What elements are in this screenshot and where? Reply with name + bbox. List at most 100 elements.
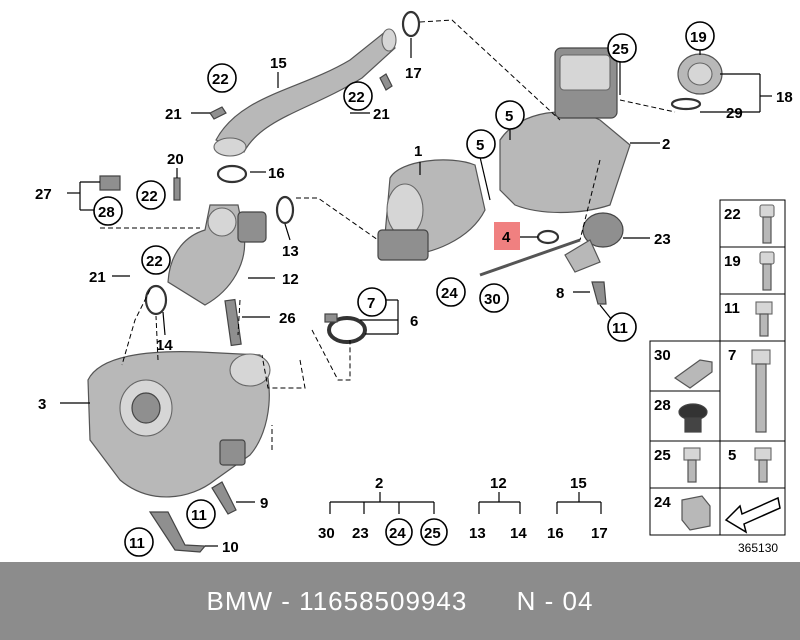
legend-19: 19 bbox=[724, 253, 741, 270]
group-child-23: 23 bbox=[352, 525, 369, 542]
turbocharger-upper-drawing bbox=[377, 159, 486, 261]
dashed-assembly-lines bbox=[100, 19, 676, 450]
actuator-23-drawing bbox=[564, 212, 624, 273]
group-child-17: 17 bbox=[591, 525, 608, 542]
callout-4: 4 bbox=[502, 229, 511, 246]
sensor-27 bbox=[99, 175, 121, 191]
callout-22-mid: 22 bbox=[141, 188, 158, 205]
legend-28: 28 bbox=[654, 397, 671, 414]
parts-diagram: 15 17 22 21 22 21 16 20 22 27 28 13 22 2… bbox=[35, 10, 793, 557]
legend-30: 30 bbox=[654, 347, 671, 364]
legend-22: 22 bbox=[724, 206, 741, 223]
callout-14: 14 bbox=[156, 337, 173, 354]
callout-20: 20 bbox=[167, 151, 184, 168]
callout-2: 2 bbox=[662, 136, 670, 153]
group-parent-2: 2 bbox=[375, 475, 383, 492]
long-bolt-icon bbox=[751, 349, 771, 433]
callout-22-right: 22 bbox=[348, 89, 365, 106]
seal-ring-29 bbox=[670, 97, 702, 111]
group-child-16: 16 bbox=[547, 525, 564, 542]
hex-nut-icon bbox=[681, 495, 711, 531]
callout-21-low: 21 bbox=[89, 269, 106, 286]
callout-18: 18 bbox=[776, 89, 793, 106]
allen-bolt-icon bbox=[759, 204, 775, 244]
arrow-icon bbox=[724, 496, 781, 534]
turbocharger-right-drawing bbox=[499, 47, 631, 214]
group-brackets: 2 30 23 24 25 12 13 14 15 16 17 bbox=[318, 475, 608, 546]
callout-12: 12 bbox=[282, 271, 299, 288]
clamp-7-drawing bbox=[324, 313, 367, 344]
legend-24: 24 bbox=[654, 494, 671, 511]
hex-bolt-icon bbox=[755, 301, 773, 337]
callout-19: 19 bbox=[690, 29, 707, 46]
bracket-clip-icon bbox=[673, 359, 713, 389]
callout-10: 10 bbox=[222, 539, 239, 556]
callout-16: 16 bbox=[268, 165, 285, 182]
fastener-legend: 22 19 11 30 7 28 25 5 24 bbox=[649, 199, 786, 536]
pipe-elbow-drawing bbox=[167, 204, 267, 306]
callouts: 15 17 22 21 22 21 16 20 22 27 28 13 22 2… bbox=[35, 21, 793, 557]
callout-1: 1 bbox=[414, 143, 422, 160]
callout-15: 15 bbox=[270, 55, 287, 72]
legend-25: 25 bbox=[654, 447, 671, 464]
callout-22-low: 22 bbox=[146, 253, 163, 270]
callout-25-top: 25 bbox=[612, 41, 629, 58]
leader-lines bbox=[60, 38, 772, 547]
bolt-20 bbox=[173, 177, 181, 201]
callout-21-right: 21 bbox=[373, 106, 390, 123]
flange-bolt-icon-25 bbox=[683, 447, 701, 483]
callout-9: 9 bbox=[260, 495, 268, 512]
footer-bar: BMW - 11658509943 N - 04 bbox=[0, 562, 800, 640]
seal-ring-16 bbox=[216, 164, 248, 184]
part-number-caption: BMW - 11658509943 N - 04 bbox=[206, 585, 594, 616]
legend-5: 5 bbox=[728, 447, 736, 464]
callout-11-left: 11 bbox=[191, 507, 207, 524]
diagram-id: 365130 bbox=[738, 541, 778, 555]
grommet-icon bbox=[678, 403, 708, 433]
callout-6: 6 bbox=[410, 313, 418, 330]
seal-ring-14 bbox=[144, 284, 168, 316]
turbocharger-main-drawing bbox=[87, 351, 271, 498]
group-child-25: 25 bbox=[424, 525, 441, 542]
callout-23: 23 bbox=[654, 231, 671, 248]
bracket-8 bbox=[591, 281, 607, 305]
seal-ring-17 bbox=[401, 10, 421, 38]
clip-21-right bbox=[379, 73, 393, 91]
callout-7: 7 bbox=[367, 295, 375, 312]
callout-17: 17 bbox=[405, 65, 422, 82]
callout-28: 28 bbox=[98, 204, 115, 221]
callout-3: 3 bbox=[38, 396, 46, 413]
group-child-13: 13 bbox=[469, 525, 486, 542]
legend-7: 7 bbox=[728, 347, 736, 364]
callout-11-right: 11 bbox=[612, 320, 628, 337]
callout-8: 8 bbox=[556, 285, 564, 302]
callout-24: 24 bbox=[441, 285, 458, 302]
callout-27: 27 bbox=[35, 186, 52, 203]
callout-29: 29 bbox=[726, 105, 743, 122]
callout-11-bottom: 11 bbox=[129, 535, 145, 552]
callout-21-top: 21 bbox=[165, 106, 182, 123]
group-child-30: 30 bbox=[318, 525, 335, 542]
seal-ring-13 bbox=[275, 195, 295, 225]
seal-ring-4 bbox=[536, 229, 560, 245]
group-parent-12: 12 bbox=[490, 475, 507, 492]
callout-13: 13 bbox=[282, 243, 299, 260]
socket-bolt-icon bbox=[759, 251, 775, 291]
legend-11: 11 bbox=[724, 300, 740, 317]
callout-22-top: 22 bbox=[212, 71, 229, 88]
group-child-14: 14 bbox=[510, 525, 527, 542]
callout-30: 30 bbox=[484, 291, 501, 308]
callout-5-right: 5 bbox=[505, 108, 513, 125]
group-parent-15: 15 bbox=[570, 475, 587, 492]
flange-bolt-icon-5 bbox=[754, 447, 772, 483]
rod-24 bbox=[479, 238, 581, 277]
flange-19-drawing bbox=[677, 53, 723, 95]
intake-pipe-drawing bbox=[213, 28, 397, 157]
group-child-24: 24 bbox=[389, 525, 406, 542]
callout-26: 26 bbox=[279, 310, 296, 327]
callout-5-left: 5 bbox=[476, 137, 484, 154]
bracket-9 bbox=[211, 481, 237, 515]
callout-4-highlight bbox=[494, 222, 520, 250]
clip-21-top bbox=[209, 106, 227, 120]
sensor-26 bbox=[224, 298, 242, 347]
